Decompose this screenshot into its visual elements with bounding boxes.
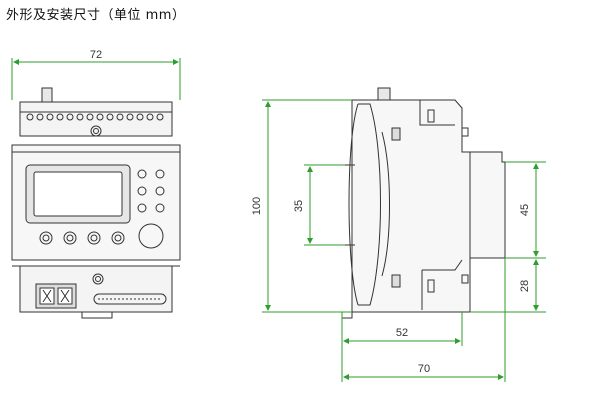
side-view [341, 87, 506, 319]
dim-label-52: 52 [396, 327, 408, 339]
comm-port [93, 293, 167, 305]
dim-label-72: 72 [90, 49, 102, 61]
dim-label-35: 35 [293, 200, 305, 212]
dim-label-45: 45 [519, 204, 531, 216]
dim-label-28: 28 [519, 280, 531, 292]
indicator-leds [137, 169, 165, 213]
dim-bottom-height: 28 [470, 259, 546, 313]
dim-side-height: 100 [251, 99, 352, 313]
dim-front-width: 72 [11, 49, 181, 100]
dim-rail-height: 45 [505, 161, 546, 259]
dim-inner-height: 35 [293, 164, 345, 246]
top-terminal-screws [26, 113, 164, 121]
page-title: 外形及安装尺寸（单位 mm） [6, 8, 186, 23]
dim-label-100: 100 [251, 197, 263, 215]
dim-rail-depth: 52 [341, 312, 463, 382]
front-view [11, 87, 181, 319]
front-buttons [39, 231, 125, 245]
dim-label-70: 70 [418, 363, 430, 375]
round-knob [138, 223, 164, 249]
dim-total-depth: 70 [343, 258, 506, 382]
